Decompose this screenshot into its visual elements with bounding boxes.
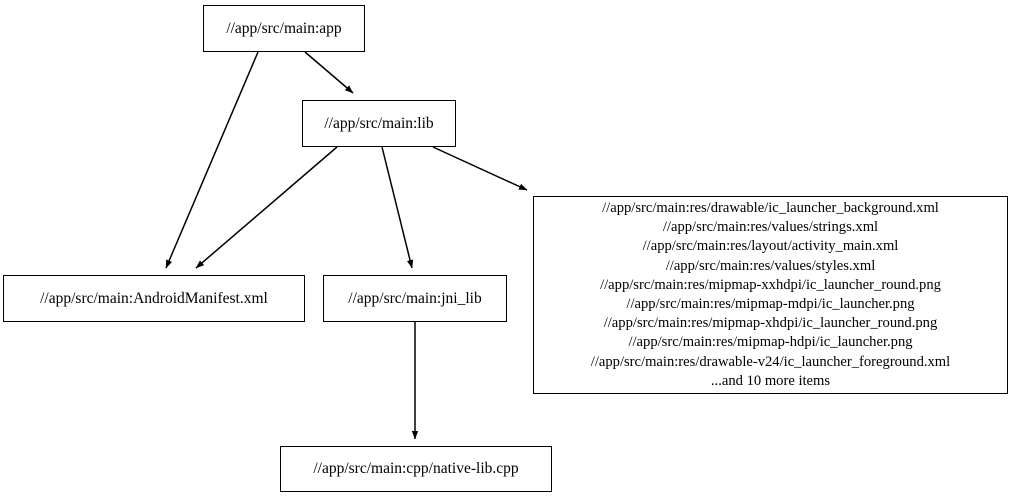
edge-app-to-manifest — [165, 51, 259, 269]
graph-node-resources-line: //app/src/main:res/mipmap-hdpi/ic_launch… — [628, 334, 913, 351]
edge-lib-to-manifest — [195, 146, 338, 269]
graph-node-lib-label: //app/src/main:lib — [324, 114, 434, 132]
graph-node-jni-lib-label: //app/src/main:jni_lib — [348, 289, 482, 307]
graph-node-native-lib-cpp[interactable]: //app/src/main:cpp/native-lib.cpp — [280, 446, 552, 492]
graph-node-resources-line: //app/src/main:res/mipmap-xhdpi/ic_launc… — [603, 315, 938, 332]
edge-lib-to-jnilib — [381, 146, 414, 269]
graph-node-resources-line: //app/src/main:res/mipmap-mdpi/ic_launch… — [626, 296, 915, 312]
edge-lib-to-resources — [432, 146, 528, 191]
graph-node-lib[interactable]: //app/src/main:lib — [302, 100, 456, 147]
graph-node-app[interactable]: //app/src/main:app — [203, 5, 365, 52]
graph-node-resources-line: ...and 10 more items — [710, 372, 831, 389]
graph-node-resources-label-list: //app/src/main:res/drawable/ic_launcher_… — [591, 199, 950, 391]
graph-node-resources-line: //app/src/main:res/mipmap-xxhdpi/ic_laun… — [600, 276, 941, 293]
graph-node-resources-line: //app/src/main:res/layout/activity_main.… — [642, 238, 899, 255]
graph-node-resources-line: //app/src/main:res/drawable/ic_launcher_… — [602, 199, 939, 216]
graph-node-resources-line: //app/src/main:res/values/strings.xml — [662, 219, 879, 236]
graph-node-resources[interactable]: //app/src/main:res/drawable/ic_launcher_… — [533, 196, 1008, 394]
graph-node-android-manifest[interactable]: //app/src/main:AndroidManifest.xml — [3, 275, 305, 322]
graph-node-jni-lib[interactable]: //app/src/main:jni_lib — [323, 275, 507, 322]
graph-node-resources-line: //app/src/main:res/values/styles.xml — [665, 257, 876, 274]
graph-node-app-label: //app/src/main:app — [226, 19, 342, 37]
graph-node-resources-line: //app/src/main:res/drawable-v24/ic_launc… — [590, 353, 951, 370]
graph-node-android-manifest-label: //app/src/main:AndroidManifest.xml — [40, 289, 268, 307]
edge-app-to-lib — [304, 51, 354, 94]
graph-node-native-lib-cpp-label: //app/src/main:cpp/native-lib.cpp — [313, 460, 519, 478]
